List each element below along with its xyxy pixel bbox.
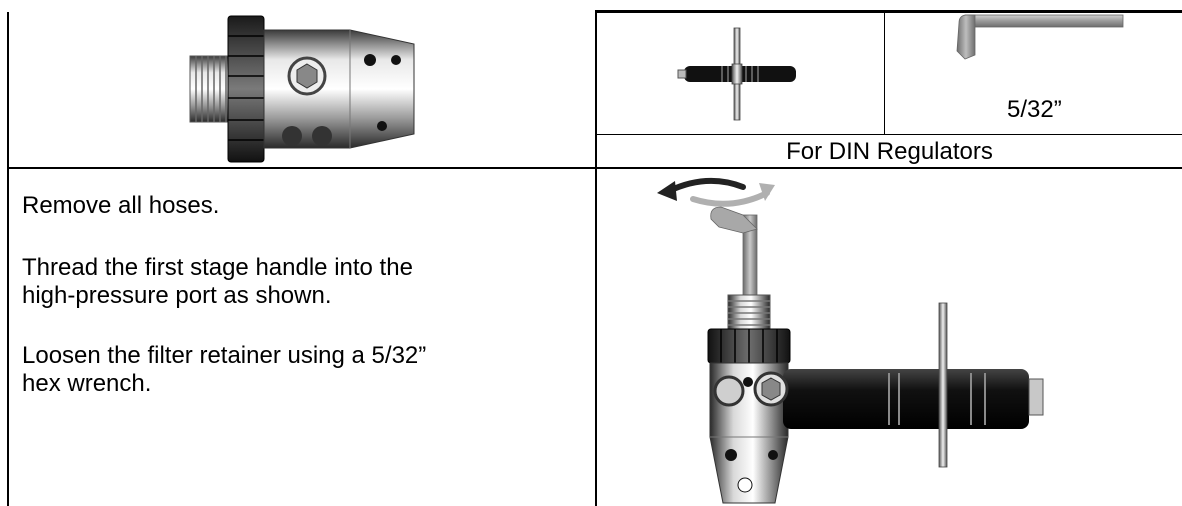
- assembly-t-handle: [783, 302, 1044, 468]
- assembly-knurled-nut: [707, 328, 791, 364]
- hex-wrench-tool-cell: 5/32”: [885, 13, 1182, 134]
- hex-wrench-size-label: 5/32”: [1007, 96, 1062, 123]
- instruction-step-3-line-2: hex wrench.: [22, 370, 152, 397]
- rule-row-divider: [8, 167, 1182, 169]
- rotation-arrow-icon: [657, 177, 775, 207]
- instruction-step-1: Remove all hoses.: [22, 192, 220, 219]
- instruction-step-3-line-1: Loosen the filter retainer using a 5/32”: [22, 342, 427, 369]
- rule-tools-divider: [884, 12, 885, 135]
- rule-tools-bottom: [596, 134, 1182, 135]
- assembly-thread-stem: [727, 294, 771, 332]
- assembly-figure: [657, 177, 1044, 504]
- hex-wrench-figure: [956, 14, 1124, 60]
- instruction-step-2-line-2: high-pressure port as shown.: [22, 282, 332, 309]
- rule-left-outer: [7, 12, 9, 506]
- t-handle-tool-figure: [677, 27, 796, 120]
- hex-key-in-use: [710, 206, 758, 302]
- knurled-nut: [227, 15, 265, 163]
- thread-stem: [189, 55, 231, 123]
- section-label: For DIN Regulators: [786, 137, 993, 165]
- assembly-illustration-cell: [597, 169, 1182, 506]
- instructions: Remove all hoses. Thread the first stage…: [22, 170, 592, 506]
- instruction-step-2-line-1: Thread the first stage handle into the: [22, 254, 413, 281]
- rule-middle-vertical: [595, 10, 597, 506]
- t-handle-tool-cell: [597, 13, 884, 134]
- rule-top-right: [596, 10, 1182, 13]
- regulator-side-view-figure: [189, 15, 415, 163]
- regulator-side-view-cell: [10, 12, 594, 166]
